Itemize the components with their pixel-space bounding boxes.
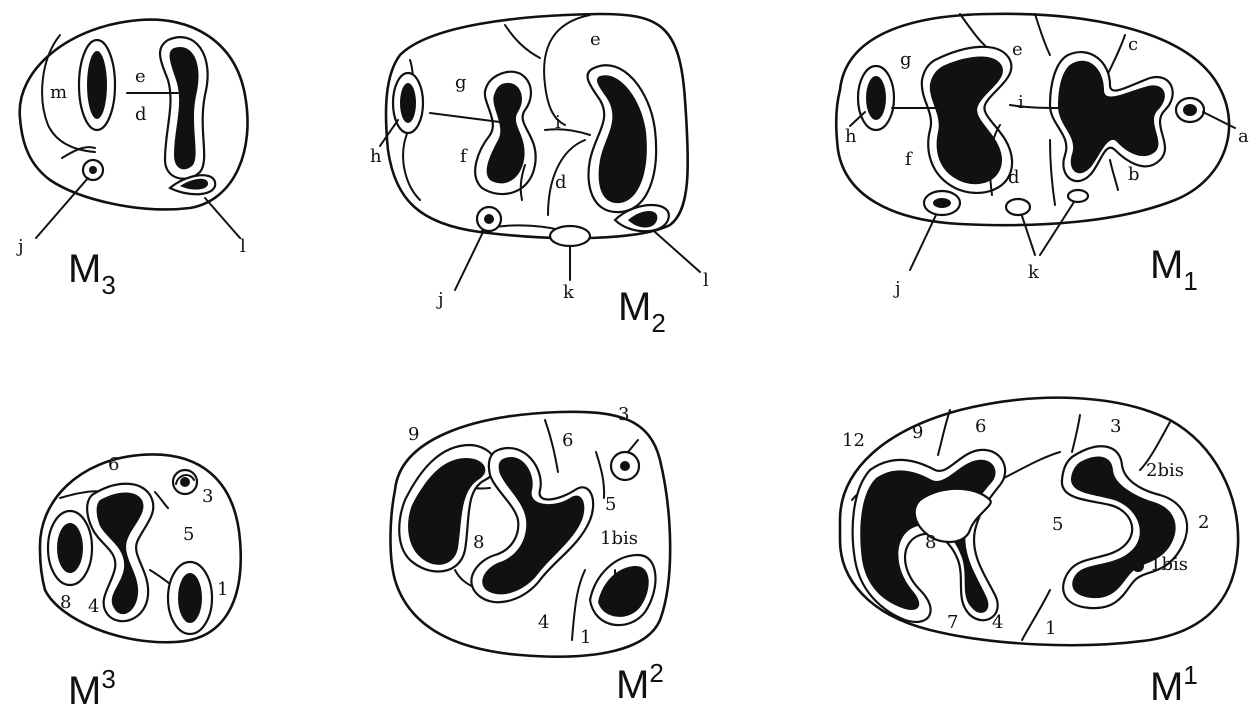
label-1bis: 1bis <box>1150 554 1188 575</box>
label-5: 5 <box>1052 514 1063 535</box>
label-5: 5 <box>183 524 194 545</box>
tooth-name-upper-m1: M1 <box>1150 660 1198 706</box>
lower-m1-outline <box>836 14 1229 225</box>
label-3: 3 <box>618 404 629 425</box>
tooth-name-lower-m3: M3 <box>68 247 116 300</box>
label-k: k <box>1028 262 1040 283</box>
label-l: l <box>240 236 246 257</box>
label-8: 8 <box>60 592 71 613</box>
label-e: e <box>135 66 146 87</box>
label-g: g <box>455 72 467 93</box>
label-h: h <box>845 126 857 147</box>
label-h: h <box>370 146 382 167</box>
label-d: d <box>135 104 147 125</box>
label-3: 3 <box>202 486 213 507</box>
label-d: d <box>555 172 567 193</box>
label-b: b <box>1128 164 1140 185</box>
tooth-name-lower-m2: M2 <box>618 285 666 338</box>
upper-m3-tooth: 6 3 5 8 4 1 M3 <box>40 454 241 706</box>
label-5: 5 <box>605 494 616 515</box>
label-g: g <box>900 49 912 70</box>
tooth-name-upper-m2: M2 <box>616 658 664 706</box>
label-8: 8 <box>925 532 936 553</box>
tooth-name-upper-m3: M3 <box>68 664 116 706</box>
label-2: 2 <box>1198 512 1209 533</box>
label-9: 9 <box>408 424 419 445</box>
label-j: j <box>893 278 901 299</box>
lower-m3-tooth: m e d j l M3 <box>16 20 248 300</box>
label-k: k <box>563 282 575 303</box>
label-j: j <box>16 236 24 257</box>
label-1: 1 <box>217 579 228 600</box>
label-4: 4 <box>992 612 1003 633</box>
label-1: 1 <box>1045 618 1056 639</box>
label-4: 4 <box>88 596 99 617</box>
label-m: m <box>50 82 67 103</box>
label-l: l <box>703 270 709 291</box>
label-c: c <box>1128 34 1138 55</box>
label-12: 12 <box>842 430 865 451</box>
label-a: a <box>1238 126 1249 147</box>
label-i: i <box>1018 92 1024 113</box>
upper-m1-tooth: 12 9 6 3 2bis 5 2 8 1bis 7 4 1 M1 <box>840 398 1238 706</box>
label-3: 3 <box>1110 416 1121 437</box>
label-e: e <box>590 29 601 50</box>
label-e: e <box>1012 39 1023 60</box>
upper-m2-tooth: 9 6 3 5 8 1bis 4 1 M2 <box>390 404 670 706</box>
label-8: 8 <box>473 532 484 553</box>
label-2bis: 2bis <box>1146 460 1184 481</box>
label-j: j <box>436 289 444 310</box>
label-i: i <box>555 112 561 133</box>
tooth-name-lower-m1: M1 <box>1150 243 1198 296</box>
label-1: 1 <box>580 627 591 648</box>
label-9: 9 <box>912 422 923 443</box>
lower-m1-tooth: g e c h i a f d b j k M1 <box>836 14 1249 299</box>
label-4: 4 <box>538 612 549 633</box>
label-6: 6 <box>975 416 986 437</box>
label-d: d <box>1008 167 1020 188</box>
label-7: 7 <box>947 612 958 633</box>
label-6: 6 <box>562 430 573 451</box>
label-1bis: 1bis <box>600 528 638 549</box>
label-6: 6 <box>108 454 119 475</box>
lower-m2-tooth: e g h i f d j k l M2 <box>370 14 709 338</box>
